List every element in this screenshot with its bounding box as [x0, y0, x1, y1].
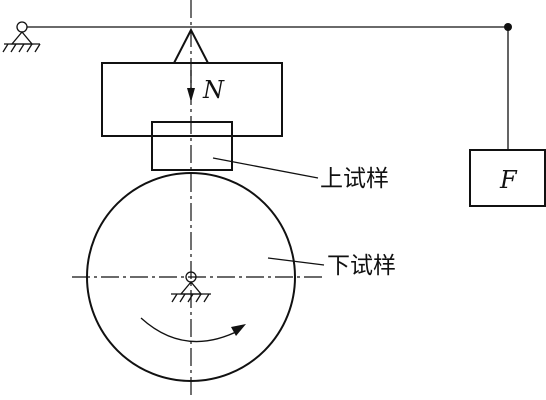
rotation-arrow — [140, 317, 241, 343]
lower-specimen-label: 下试样 — [327, 253, 396, 279]
lower-specimen-leader — [267, 257, 325, 266]
specimen-holder — [101, 62, 283, 137]
force-symbol-label: F — [499, 166, 518, 194]
upper-specimen — [151, 121, 233, 171]
lower-specimen-wheel — [86, 172, 296, 382]
upper-specimen-leader — [212, 157, 319, 179]
upper-specimen-label: 上试样 — [320, 166, 389, 192]
rotation-arrow-head — [231, 324, 246, 336]
left-pivot-support — [2, 21, 41, 53]
load-arrow-head — [187, 88, 195, 102]
weight-box — [469, 149, 546, 207]
wheel-pivot-support — [171, 271, 211, 303]
load-symbol-label: N — [202, 76, 225, 104]
